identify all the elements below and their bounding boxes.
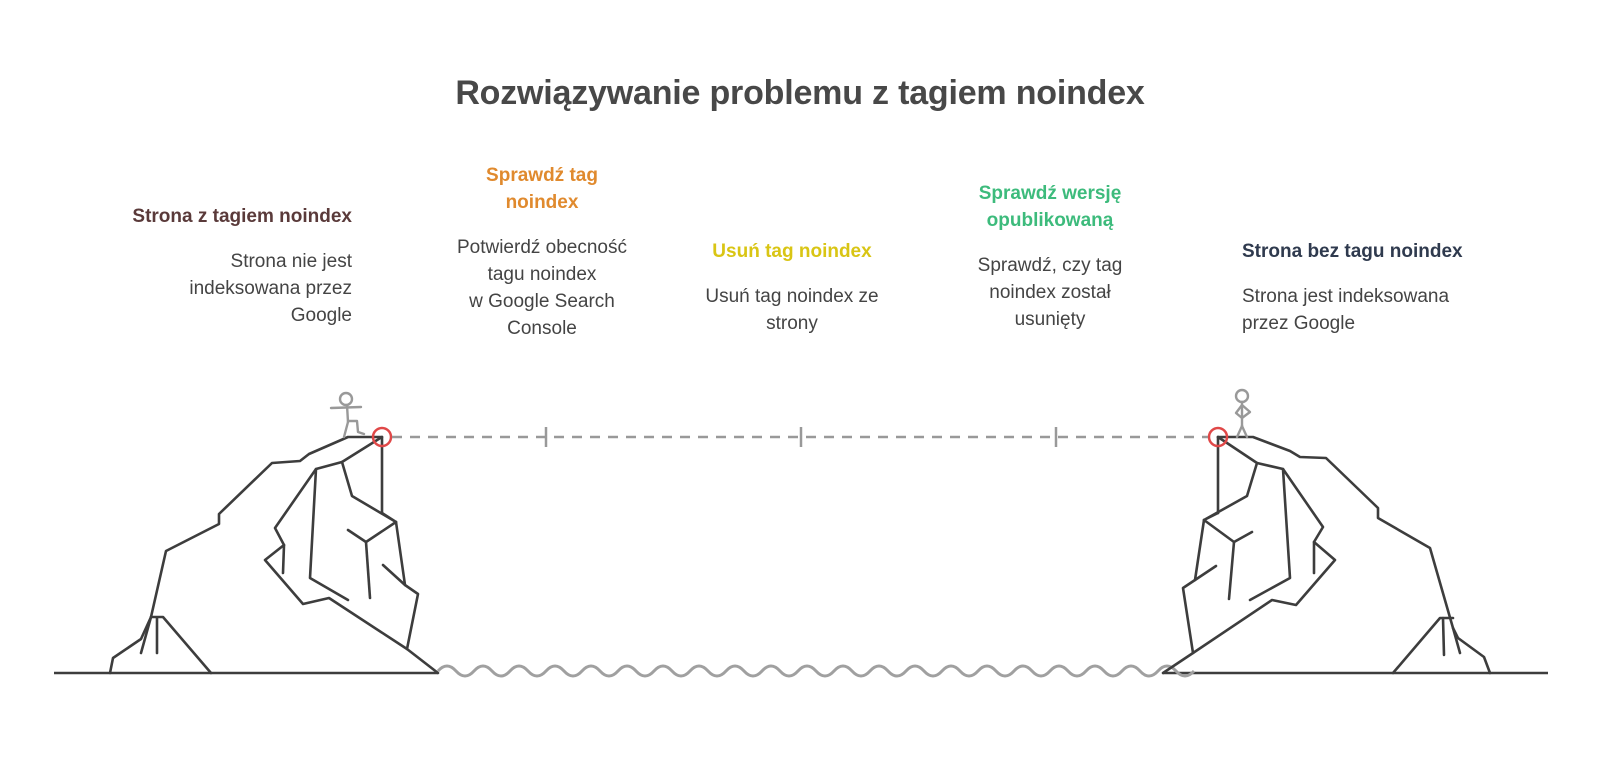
step-verify-published-description: Sprawdź, czy tag noindex został usunięty: [977, 255, 1123, 330]
water-waves-icon: [436, 664, 1196, 678]
step-end: Strona bez tagu noindex Strona jest inde…: [1242, 238, 1482, 337]
step-remove-tag: Usuń tag noindex Usuń tag noindex ze str…: [672, 238, 912, 337]
standing-figure-icon: [1234, 388, 1252, 439]
step-check-tag-description: Potwierdź obecność tagu noindex w Google…: [456, 237, 628, 339]
step-end-description: Strona jest indeksowana przez Google: [1242, 286, 1450, 334]
page-title: Rozwiązywanie problemu z tagiem noindex: [455, 74, 1145, 112]
step-start-heading: Strona z tagiem noindex: [132, 206, 352, 227]
end-marker-icon: [1207, 426, 1229, 448]
step-verify-published: Sprawdź wersję opublikowaną Sprawdź, czy…: [930, 180, 1170, 333]
step-start: Strona z tagiem noindex Strona nie jest …: [112, 203, 352, 329]
step-remove-tag-heading: Usuń tag noindex: [712, 241, 872, 262]
step-end-heading: Strona bez tagu noindex: [1242, 241, 1463, 262]
step-remove-tag-description: Usuń tag noindex ze strony: [705, 286, 879, 334]
step-verify-published-heading: Sprawdź wersję opublikowaną: [978, 183, 1122, 231]
milestone-ticks: [544, 427, 1058, 447]
climber-figure-icon: [329, 391, 366, 439]
step-check-tag-heading: Sprawdź tag noindex: [486, 165, 598, 213]
left-cliff-icon: [108, 435, 440, 675]
right-cliff-icon: [1161, 435, 1492, 675]
step-start-description: Strona nie jest indeksowana przez Google: [189, 251, 352, 326]
step-check-tag: Sprawdź tag noindex Potwierdź obecność t…: [422, 162, 662, 342]
start-marker-icon: [371, 426, 393, 448]
